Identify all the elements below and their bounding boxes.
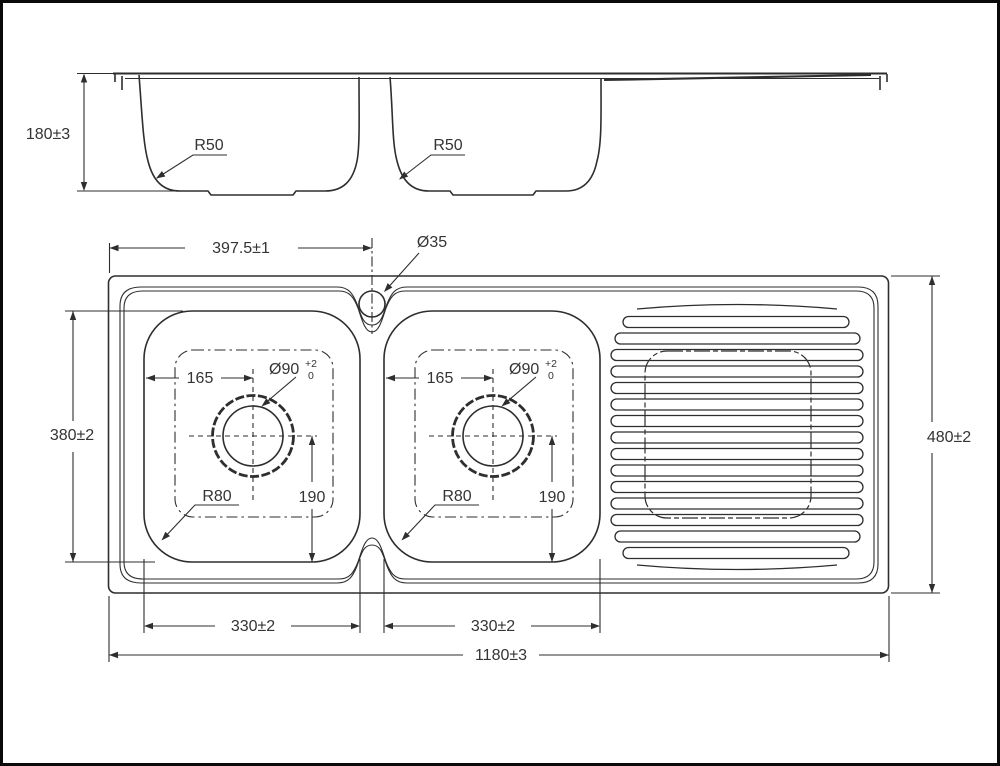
r50-label: R50: [433, 137, 462, 154]
tap-offset-label: 397.5±1: [212, 240, 270, 257]
bowl-width-label: 380±2: [50, 427, 94, 444]
bowl1-drain-dia-label: Ø90: [269, 361, 299, 378]
bowl1-drain-y-label: 190: [299, 489, 326, 506]
bowl1-drain: [189, 369, 317, 503]
bowl1-base-outline: [174, 349, 334, 518]
bowl1-drain-tol-lower: 0: [308, 370, 314, 382]
dim-bowl-width: 380±2: [50, 310, 183, 563]
dim-bowl1-length: 330±2: [143, 559, 361, 635]
overall-width-label: 480±2: [927, 429, 971, 446]
dim-bowl2-drain-y: 190: [539, 436, 566, 562]
bowl2-drain: [429, 369, 557, 503]
elevation-bowl2-profile: [389, 76, 602, 196]
dim-bowl1-drain-y: 190: [299, 436, 326, 562]
elevation-bowl1-profile: [138, 74, 360, 196]
label-r50-bowl2: R50: [399, 137, 465, 180]
plan-outer-edge: [107, 275, 890, 594]
drainer-ribs: [610, 303, 864, 571]
dim-depth-180: 180±3: [26, 72, 180, 192]
bowl1-drain-tol-upper: +2: [305, 358, 317, 370]
elevation-drainer-slope: [603, 73, 872, 82]
bowl1-drain-x-label: 165: [187, 370, 214, 387]
bowl2-length-label: 330±2: [471, 618, 515, 635]
bowl1-r80-label: R80: [202, 488, 231, 505]
bowl2-r80-label: R80: [442, 488, 471, 505]
dim-bowl1-drain-dia: Ø90 +2 0: [261, 358, 317, 407]
dim-overall-length: 1180±3: [108, 596, 890, 664]
r50-label: R50: [194, 137, 223, 154]
arrow-down: [80, 182, 88, 191]
dim-tap-diameter: Ø35: [384, 234, 447, 292]
plan-view: 397.5±1 Ø35 480±2 380±2 165: [50, 234, 971, 664]
bowl2-drain-y-label: 190: [539, 489, 566, 506]
elevation-left-lip: [114, 74, 123, 90]
tap-dia-label: Ø35: [417, 234, 447, 251]
dim-bowl2-drain-x: 165: [386, 370, 493, 387]
label-r50-bowl1: R50: [156, 137, 227, 179]
label-r80-bowl2: R80: [401, 488, 479, 541]
arrow-up: [80, 73, 88, 83]
drawing-canvas: 180±3 R50 R50: [26, 72, 971, 664]
overall-length-label: 1180±3: [475, 647, 527, 664]
dim-bowl2-length: 330±2: [383, 559, 601, 635]
label-r80-bowl1: R80: [161, 488, 239, 541]
bowl1-length-label: 330±2: [231, 618, 275, 635]
plan-rim-inner: [123, 290, 875, 580]
bowl1-outline: [143, 310, 361, 563]
dim-bowl1-drain-x: 165: [146, 370, 253, 387]
dim-depth-label: 180±3: [26, 126, 70, 143]
plan-rim-outer: [119, 286, 879, 584]
elevation-right-lip: [879, 74, 888, 90]
drainer-tray-outline: [644, 350, 812, 519]
dim-overall-width: 480±2: [891, 275, 971, 594]
bowl2-outline: [383, 310, 601, 563]
dim-bowl2-drain-dia: Ø90 +2 0: [501, 358, 557, 407]
elevation-view: 180±3 R50 R50: [26, 72, 888, 196]
bowl2-base-outline: [414, 349, 574, 518]
bowl2-drain-x-label: 165: [427, 370, 454, 387]
dim-tap-offset: 397.5±1: [108, 240, 372, 273]
bowl2-drain-dia-label: Ø90: [509, 361, 539, 378]
bowl2-drain-tol-lower: 0: [548, 370, 554, 382]
bowl2-drain-tol-upper: +2: [545, 358, 557, 370]
